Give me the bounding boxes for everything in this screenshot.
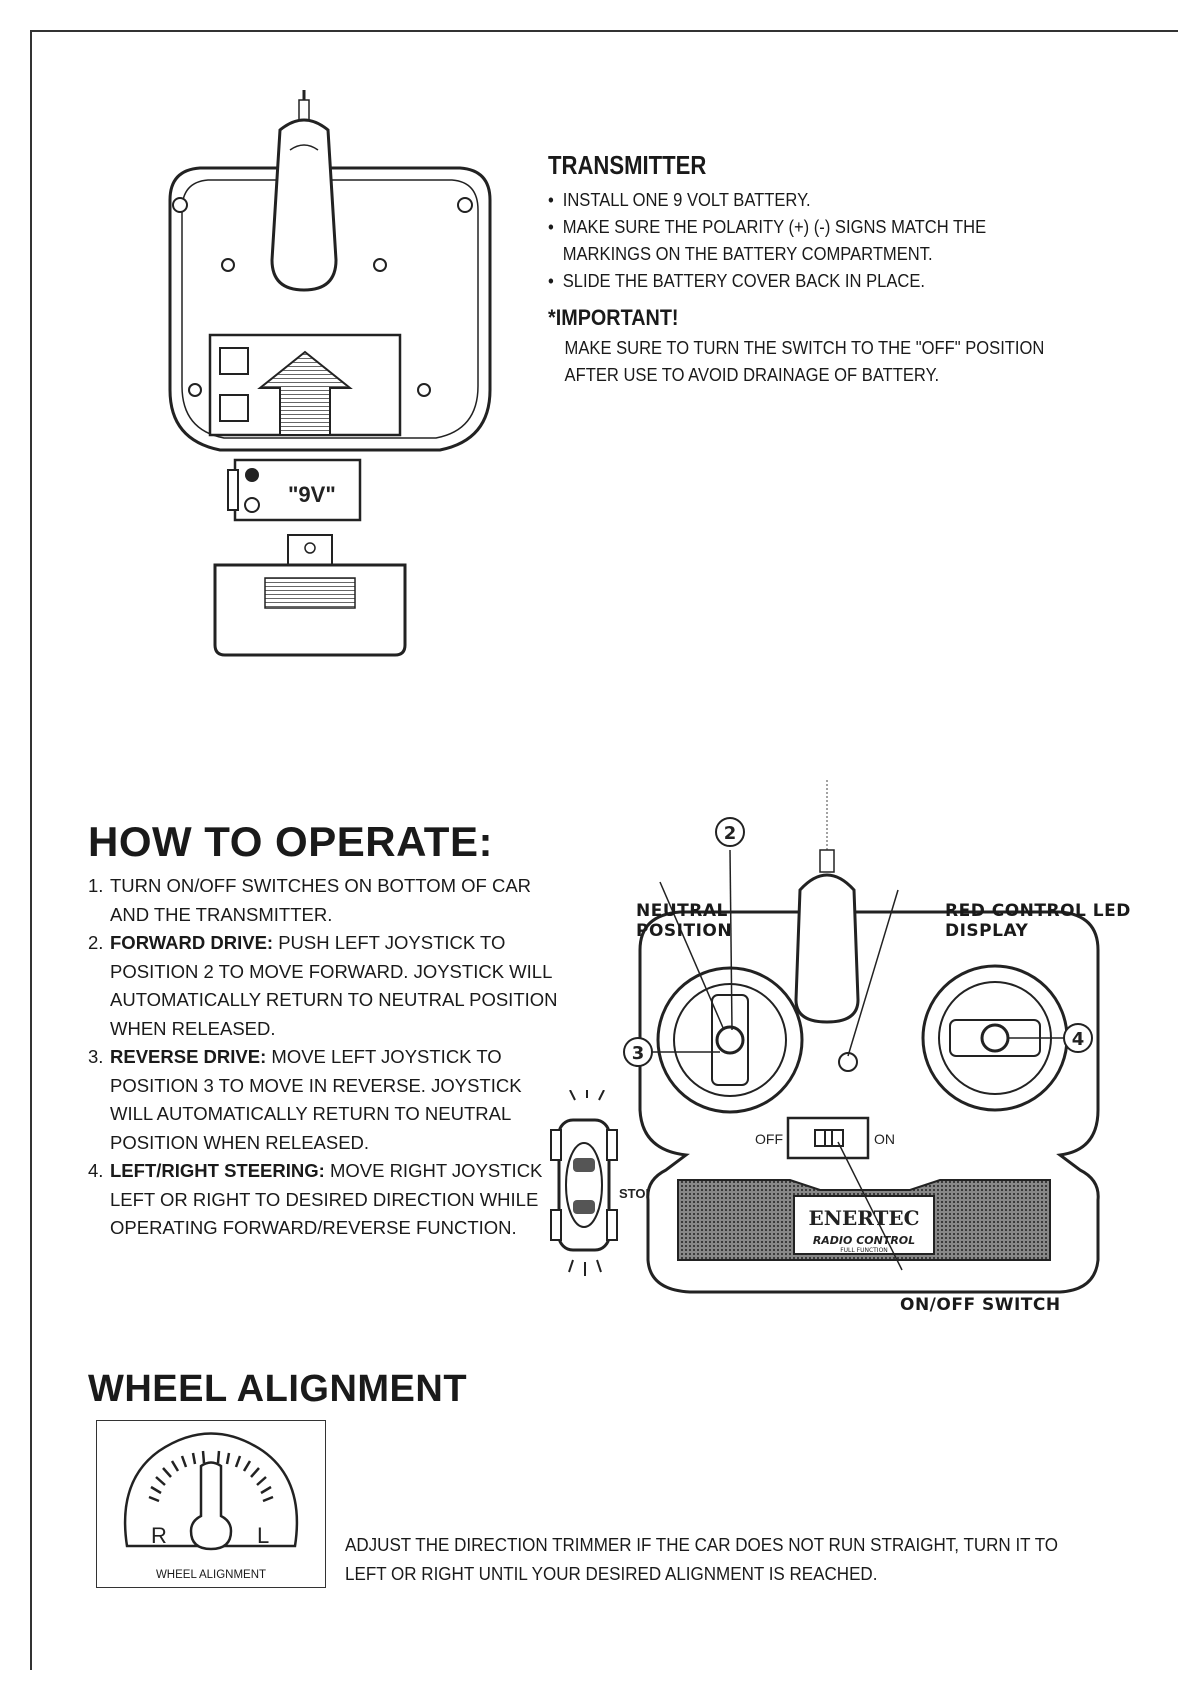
wheel-alignment-box-label: WHEEL ALIGNMENT xyxy=(155,1569,267,1581)
step-text: MOVE RIGHT JOYSTICK LEFT OR RIGHT TO DES… xyxy=(110,1160,543,1238)
step-number: 2. xyxy=(88,932,104,953)
stop-label: STOP xyxy=(619,1186,654,1201)
red-control-callout: RED CONTROL LED DISPLAY xyxy=(945,901,1131,941)
list-item: MAKE SURE THE POLARITY (+) (-) SIGNS MAT… xyxy=(548,214,1063,268)
trimmer-l-label: L xyxy=(257,1523,269,1548)
switch-off-label: OFF xyxy=(755,1131,783,1147)
step-lead: LEFT/RIGHT STEERING: xyxy=(110,1160,325,1181)
battery-label: "9V" xyxy=(288,482,336,507)
step-text: MOVE LEFT JOYSTICK TO POSITION 3 TO MOVE… xyxy=(110,1046,522,1153)
step-2: 2. FORWARD DRIVE: PUSH LEFT JOYSTICK TO … xyxy=(88,929,568,1043)
page-frame-top xyxy=(30,30,1178,32)
step-1: 1. TURN ON/OFF SWITCHES ON BOTTOM OF CAR… xyxy=(88,872,568,929)
how-to-operate-title: HOW TO OPERATE: xyxy=(88,818,493,865)
position-3-number: 3 xyxy=(632,1043,645,1064)
list-item: INSTALL ONE 9 VOLT BATTERY. xyxy=(548,187,1063,214)
step-number: 1. xyxy=(88,875,104,896)
trimmer-dial-icon: R L xyxy=(123,1432,299,1551)
step-text: TURN ON/OFF SWITCHES ON BOTTOM OF CAR AN… xyxy=(110,875,532,925)
step-number: 4. xyxy=(88,1160,104,1181)
transmitter-bullets: INSTALL ONE 9 VOLT BATTERY. MAKE SURE TH… xyxy=(548,187,1108,295)
controller-brand-sub2: FULL FUNCTION xyxy=(840,1247,888,1254)
neutral-position-callout: NEUTRAL POSITION xyxy=(636,901,733,941)
important-text: MAKE SURE TO TURN THE SWITCH TO THE "OFF… xyxy=(564,338,1045,385)
position-4-number: 4 xyxy=(1072,1029,1085,1050)
operating-steps: 1. TURN ON/OFF SWITCHES ON BOTTOM OF CAR… xyxy=(88,872,568,1243)
onoff-switch-callout: ON/OFF SWITCH xyxy=(900,1295,1061,1315)
transmitter-battery-illustration: "9V" xyxy=(168,90,492,657)
step-number: 3. xyxy=(88,1046,104,1067)
trimmer-r-label: R xyxy=(151,1523,167,1548)
step-text: PUSH LEFT JOYSTICK TO POSITION 2 TO MOVE… xyxy=(110,932,558,1039)
list-item: SLIDE THE BATTERY COVER BACK IN PLACE. xyxy=(548,268,1063,295)
controller-brand: ENERTEC xyxy=(808,1206,919,1230)
important-title: *IMPORTANT! xyxy=(548,305,679,330)
switch-on-label: ON xyxy=(874,1131,895,1147)
page-frame-left xyxy=(30,30,32,1670)
wheel-alignment-diagram: R L WHEEL ALIGNMENT xyxy=(96,1420,326,1588)
car-direction-illustration: STOP xyxy=(550,1090,654,1276)
wheel-alignment-text: ADJUST THE DIRECTION TRIMMER IF THE CAR … xyxy=(345,1534,1059,1584)
wheel-alignment-title: WHEEL ALIGNMENT xyxy=(88,1368,468,1410)
step-lead: FORWARD DRIVE: xyxy=(110,932,274,953)
transmitter-instructions: TRANSMITTER INSTALL ONE 9 VOLT BATTERY. … xyxy=(548,150,1108,389)
transmitter-title: TRANSMITTER xyxy=(548,150,707,180)
step-lead: REVERSE DRIVE: xyxy=(110,1046,267,1067)
step-4: 4. LEFT/RIGHT STEERING: MOVE RIGHT JOYST… xyxy=(88,1157,568,1243)
controller-brand-sub: RADIO CONTROL xyxy=(813,1234,915,1247)
position-2-number: 2 xyxy=(724,823,737,844)
step-3: 3. REVERSE DRIVE: MOVE LEFT JOYSTICK TO … xyxy=(88,1043,568,1157)
controller-illustration: OFF ON ENERTEC RADIO CONTROL FULL FUNCTI… xyxy=(623,780,1100,1294)
